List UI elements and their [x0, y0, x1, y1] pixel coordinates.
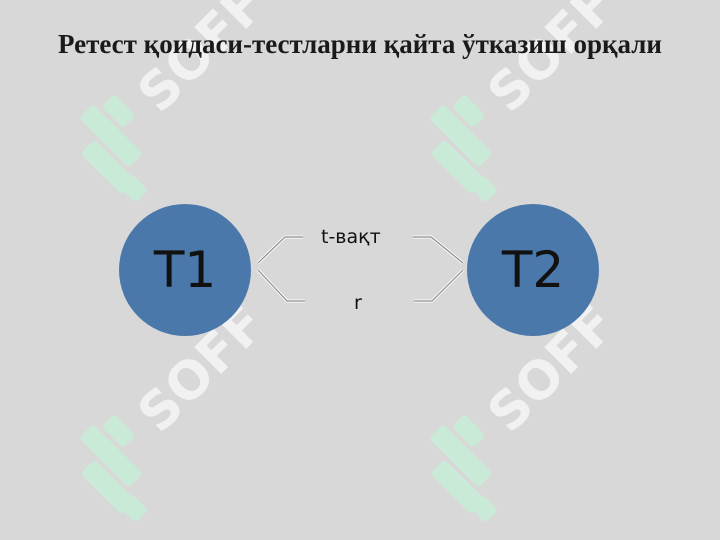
connector-line-top-right — [413, 235, 464, 265]
connector-line-bottom-right — [414, 269, 464, 302]
connector-line-top-left — [257, 236, 303, 264]
connector-line-bottom-right — [414, 268, 465, 303]
node-t1: T1 — [119, 204, 251, 336]
node-t2-label: T2 — [501, 241, 565, 299]
connector-line-bottom-left — [257, 269, 305, 302]
connector-line-top-right — [413, 236, 464, 264]
soff-logo-icon — [430, 415, 497, 522]
slide-title: Ретест қоидаси-тестларни қайта ўтказиш о… — [57, 29, 662, 59]
r-label: r — [354, 292, 362, 314]
node-t1-label: T1 — [153, 241, 217, 299]
time-label: t-вақт — [321, 226, 381, 248]
soff-logo-icon — [80, 95, 147, 202]
soff-logo-icon — [430, 95, 497, 202]
node-t2: T2 — [467, 204, 599, 336]
soff-logo-icon — [80, 415, 147, 522]
connector-line-bottom-left — [256, 268, 305, 303]
